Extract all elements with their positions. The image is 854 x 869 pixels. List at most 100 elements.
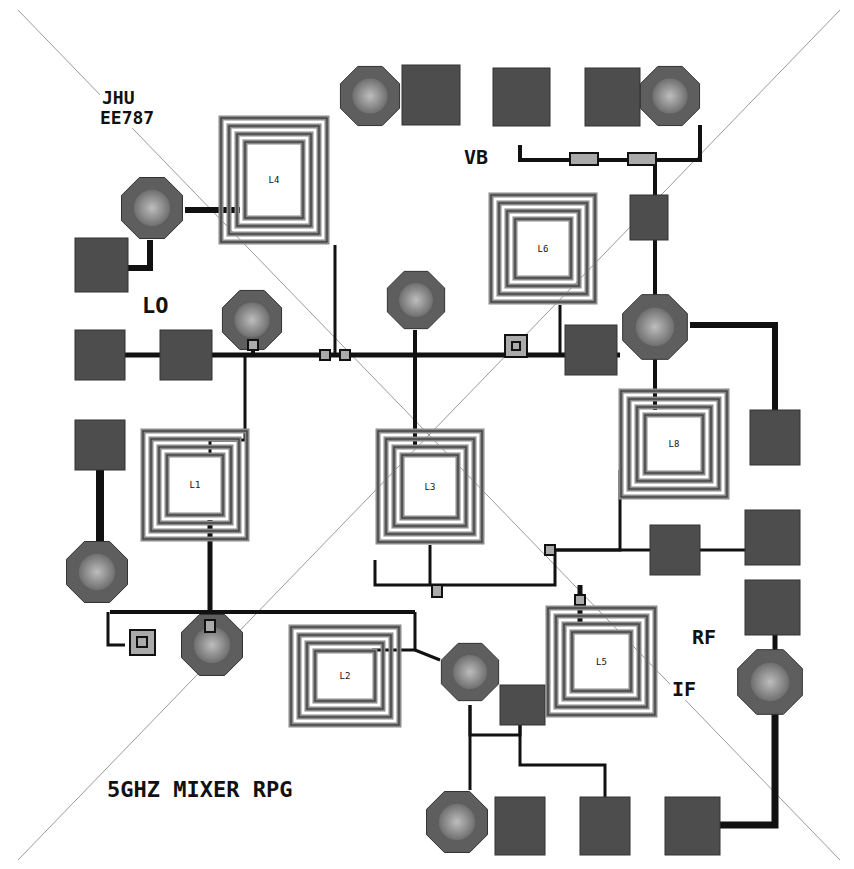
capacitor — [427, 792, 488, 853]
spiral-edge — [237, 134, 311, 226]
spiral-edge — [221, 118, 327, 242]
device-symbol — [505, 335, 527, 357]
spiral-edge — [299, 635, 391, 717]
spiral-edge — [143, 431, 247, 539]
metal-trace — [108, 612, 125, 645]
diagonal-line — [18, 10, 840, 860]
inductor-name: L1 — [189, 480, 202, 490]
spiral-turn — [159, 447, 231, 523]
capacitor — [222, 290, 281, 349]
spiral-edge — [491, 195, 595, 302]
spiral-edge — [564, 624, 639, 699]
spiral-edge — [378, 431, 482, 542]
bond-pad — [585, 68, 640, 126]
spiral-edge — [556, 616, 647, 707]
capacitor-via — [439, 804, 475, 840]
spiral-turn — [315, 651, 375, 701]
capacitor-plate — [122, 178, 183, 239]
spiral-turn — [629, 399, 719, 489]
metal-trace — [520, 125, 700, 160]
device-symbol — [628, 153, 656, 165]
spiral-edge — [402, 455, 458, 518]
metal-trace — [413, 330, 417, 445]
bond-pad — [650, 525, 700, 575]
capacitor — [738, 650, 803, 715]
spiral-edge — [621, 391, 727, 497]
device-symbol — [320, 350, 330, 360]
bond-pad — [75, 330, 125, 380]
capacitor — [623, 295, 688, 360]
spiral-turn — [572, 632, 631, 691]
device-symbol — [575, 595, 585, 605]
capacitor-plate — [738, 650, 803, 715]
bond-pad — [630, 195, 668, 240]
capacitor-via — [234, 302, 269, 337]
metal-trace — [520, 725, 605, 797]
spiral-turn — [151, 439, 239, 531]
capacitor-plate — [387, 271, 444, 328]
capacitor-via — [134, 190, 170, 226]
capacitor-via — [453, 655, 487, 689]
pad-label: VB — [462, 146, 490, 168]
capacitor — [182, 615, 243, 676]
spiral-turn — [645, 415, 703, 473]
capacitor-plate — [623, 295, 688, 360]
capacitor-plate — [67, 542, 128, 603]
device-symbol — [130, 630, 155, 655]
capacitor — [67, 542, 128, 603]
spiral-turn — [402, 455, 458, 518]
bond-pad — [745, 580, 800, 635]
bond-pad — [495, 797, 545, 855]
spiral-edge — [507, 211, 579, 286]
spiral-edge — [159, 447, 231, 523]
spiral-edge — [291, 627, 399, 725]
capacitor-via — [352, 78, 387, 113]
spiral-turn — [307, 643, 383, 709]
metal-trace — [720, 712, 775, 825]
metal-trace — [469, 705, 472, 790]
capacitor — [340, 66, 399, 125]
capacitor-via — [751, 663, 790, 702]
spiral-turn — [556, 616, 647, 707]
spiral-edge — [315, 651, 375, 701]
spiral-edge — [629, 399, 719, 489]
bond-pad — [493, 68, 550, 126]
metal-trace — [429, 545, 432, 585]
spiral-edge — [645, 415, 703, 473]
inductor-name: L2 — [339, 671, 352, 681]
bond-pad — [160, 330, 212, 380]
bond-pad — [750, 410, 800, 465]
spiral-turn — [299, 635, 391, 717]
spiral-edge — [515, 219, 571, 278]
spiral-turn — [167, 455, 223, 515]
spiral-edge — [499, 203, 587, 294]
spiral-turn — [499, 203, 587, 294]
metal-trace — [555, 549, 650, 552]
pad-label: LO — [140, 294, 171, 318]
pad-label: RF — [690, 626, 718, 648]
device-symbol — [512, 342, 520, 350]
spiral-turn — [637, 407, 711, 481]
inductor-name: L3 — [424, 482, 437, 492]
spiral-turn — [564, 624, 639, 699]
inductor-name: L8 — [668, 439, 681, 449]
spiral-edge — [245, 142, 303, 218]
spiral-turn — [245, 142, 303, 218]
spiral-inductor: L6 — [488, 192, 598, 305]
spiral-edge — [151, 439, 239, 531]
metal-trace — [415, 650, 440, 660]
metal-trace — [334, 245, 337, 355]
bond-pad — [75, 420, 125, 470]
spiral-turn — [507, 211, 579, 286]
capacitor-plate — [340, 66, 399, 125]
bond-pad — [665, 797, 720, 855]
spiral-turn — [515, 219, 571, 278]
inductor-name: L4 — [268, 175, 281, 185]
pad-label: EE787 — [98, 108, 156, 128]
spiral-turn — [291, 627, 399, 725]
capacitor — [387, 271, 444, 328]
bond-pad — [580, 797, 630, 855]
capacitor-plate — [640, 66, 699, 125]
capacitor-via — [399, 283, 433, 317]
device-symbol — [340, 350, 350, 360]
